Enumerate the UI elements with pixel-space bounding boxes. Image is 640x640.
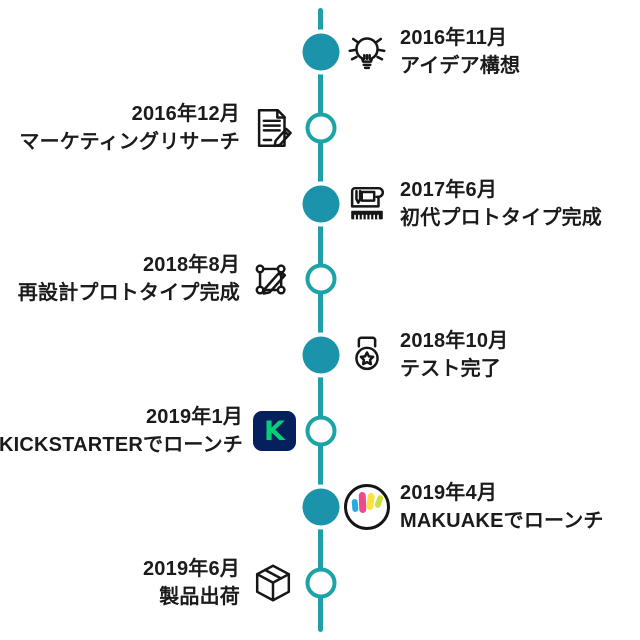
milestone-date: 2018年10月	[400, 330, 509, 353]
package-box-icon	[255, 564, 291, 602]
milestone-label: MAKUAKEでローンチ	[400, 509, 604, 532]
milestone-label: 製品出荷	[159, 585, 240, 608]
milestone-date: 2019年4月	[400, 481, 498, 504]
milestone-date: 2018年8月	[142, 254, 240, 277]
timeline-dot-filled	[302, 185, 339, 223]
timeline-item: 2018年8月 再設計プロトタイプ完成	[18, 251, 296, 307]
milestone-date: 2019年1月	[145, 406, 243, 428]
timeline-dot-filled	[302, 336, 339, 374]
timeline-dot-open	[305, 112, 336, 144]
timeline-dot-filled	[302, 488, 339, 526]
milestone-text: 2019年1月 KICKSTARTERでローンチ	[0, 403, 243, 459]
kickstarter-k-letter: K	[264, 415, 285, 447]
makuake-yellow-bar	[365, 492, 376, 511]
milestone-text: 2016年11月 アイデア構想	[400, 24, 520, 80]
milestone-label: 再設計プロトタイプ完成	[17, 282, 240, 305]
timeline-item: 2016年12月 マーケティングリサーチ	[19, 100, 296, 156]
makuake-logo-slot	[344, 483, 390, 530]
vector-pencil-icon	[255, 264, 287, 296]
timeline-item: 2019年4月 MAKUAKEでローンチ	[344, 479, 604, 535]
milestone-text: 2018年10月 テスト完了	[400, 327, 508, 383]
timeline-dot-open	[305, 567, 336, 599]
milestone-text: 2016年12月 マーケティングリサーチ	[19, 100, 240, 156]
timeline-item: 2016年11月 アイデア構想	[344, 24, 520, 80]
package-box-icon-slot	[250, 560, 296, 606]
timeline-item: 2019年6月 製品出荷	[143, 555, 296, 611]
milestone-date: 2019年6月	[142, 557, 240, 580]
medal-icon	[355, 336, 379, 371]
milestone-label: KICKSTARTERでローンチ	[0, 434, 243, 456]
milestone-label: 初代プロトタイプ完成	[400, 206, 602, 229]
makuake-green-bar	[373, 494, 384, 509]
milestone-text: 2019年4月 MAKUAKEでローンチ	[400, 479, 604, 535]
lightbulb-icon	[348, 37, 386, 70]
blueprint-icon	[350, 186, 385, 220]
milestone-text: 2017年6月 初代プロトタイプ完成	[400, 176, 602, 232]
lightbulb-icon-slot	[344, 29, 390, 75]
document-pencil-icon-slot	[250, 105, 296, 151]
timeline-dot-filled	[302, 33, 339, 71]
milestone-date: 2017年6月	[400, 178, 498, 201]
milestone-label: テスト完了	[400, 358, 501, 381]
makuake-logo	[344, 483, 390, 530]
milestone-text: 2019年6月 製品出荷	[143, 555, 240, 611]
milestone-date: 2016年11月	[400, 27, 508, 49]
milestone-date: 2016年12月	[131, 102, 240, 125]
timeline-item: 2017年6月 初代プロトタイプ完成	[344, 176, 602, 232]
makuake-pink-bar	[358, 491, 367, 513]
timeline-dot-open	[305, 415, 336, 447]
timeline-item: 2018年10月 テスト完了	[344, 327, 508, 383]
milestone-label: マーケティングリサーチ	[19, 130, 240, 153]
blueprint-icon-slot	[344, 181, 390, 227]
milestone-label: アイデア構想	[400, 55, 521, 77]
vector-pencil-icon-slot	[250, 256, 296, 302]
document-pencil-icon	[257, 108, 292, 147]
medal-icon-slot	[344, 332, 390, 378]
makuake-blue-bar	[351, 498, 359, 513]
timeline-dot-open	[305, 263, 336, 295]
kickstarter-logo-slot: K	[253, 411, 296, 451]
timeline-item: K 2019年1月 KICKSTARTERでローンチ	[0, 403, 296, 459]
kickstarter-logo: K	[253, 411, 296, 451]
timeline-line	[318, 8, 323, 632]
milestone-text: 2018年8月 再設計プロトタイプ完成	[18, 251, 240, 307]
